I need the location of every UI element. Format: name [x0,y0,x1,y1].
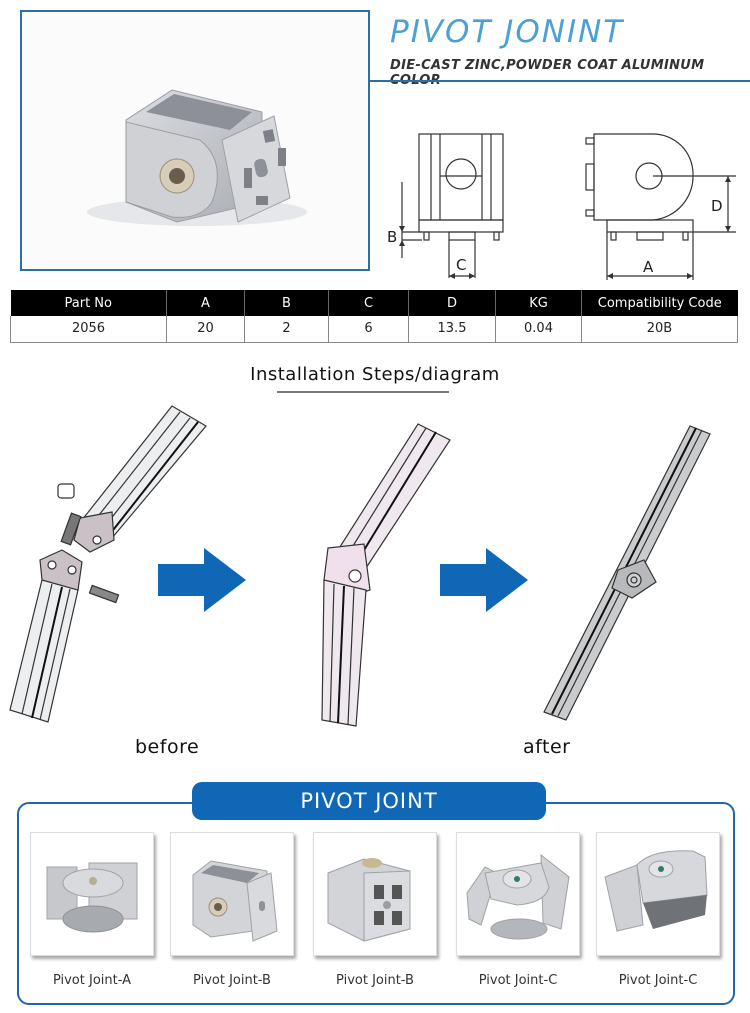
variant-card-pivot-joint-c-angled[interactable] [596,832,720,956]
pivot-joint-b-cube-photo [327,858,411,942]
variant-card-pivot-joint-b[interactable] [170,832,294,956]
column-header: D [408,290,496,316]
column-header: Compatibility Code [581,290,738,316]
table-row: 2056 20 2 6 13.5 0.04 20B [10,316,738,343]
column-header: Part No [10,290,167,316]
pivot-joint-b-photo [87,89,307,226]
pivot-joint-c-photo [466,853,570,940]
title-divider [370,80,750,82]
cell-b: 2 [244,316,329,343]
dimension-label-d: D [711,197,723,215]
dimension-label-b: B [387,228,397,246]
pivot-joint-c-angled-photo [604,850,708,932]
pivot-joint-b-photo [192,860,278,942]
before-caption: before [135,736,200,758]
cell-part-no: 2056 [10,316,167,343]
installation-divider [277,391,449,393]
variant-card-pivot-joint-c[interactable] [456,832,580,956]
cell-d: 13.5 [408,316,496,343]
step-assembled-illustration [321,423,451,727]
technical-drawings: B C D A [370,100,750,285]
variant-card-pivot-joint-a[interactable] [30,832,154,956]
dimension-label-a: A [643,258,654,276]
variants-banner: PIVOT JOINT [192,782,546,820]
cell-kg: 0.04 [495,316,582,343]
variant-label: Pivot Joint-A [52,973,132,988]
arrow-right-icon [158,548,246,612]
variant-card-pivot-joint-b-cube[interactable] [313,832,437,956]
installation-title: Installation Steps/diagram [250,364,500,385]
variant-label: Pivot Joint-C [618,973,698,988]
arrow-right-icon [440,548,528,612]
after-caption: after [523,736,571,758]
product-title: PIVOT JONINT [390,14,625,50]
pivot-joint-a-photo [46,862,138,933]
cell-a: 20 [166,316,245,343]
cell-c: 6 [328,316,409,343]
dimension-drawing: B C D A [387,133,736,280]
step-before-illustration [9,405,207,723]
dimension-label-c: C [456,256,466,274]
variant-label: Pivot Joint-B [193,973,271,988]
variant-label: Pivot Joint-B [336,973,414,988]
column-header: C [328,290,409,316]
step-after-illustration [543,425,711,721]
product-photo-frame [20,10,370,271]
column-header: KG [495,290,582,316]
variant-label: Pivot Joint-C [478,973,558,988]
product-subtitle: DIE-CAST ZINC,POWDER COAT ALUMINUM COLOR [390,58,705,88]
cell-compatibility-code: 20B [581,316,738,343]
spec-table: Part No A B C D KG Compatibility Code 20… [10,290,738,343]
column-header: B [244,290,329,316]
column-header: A [166,290,245,316]
spec-table-header: Part No A B C D KG Compatibility Code [10,290,738,316]
